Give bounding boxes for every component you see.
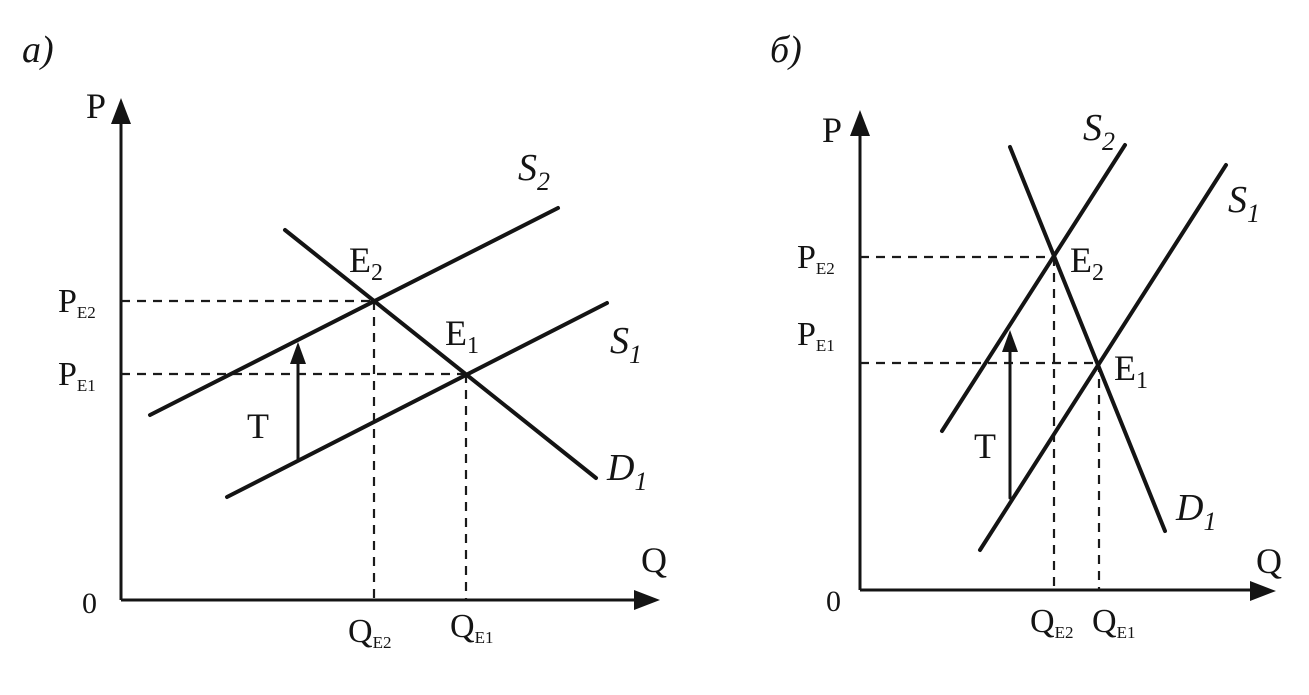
panel-a-tax-label: T <box>247 406 269 446</box>
panel-a-qe1-tick: QE1 <box>450 608 493 647</box>
panel-b-d1-label: D1 <box>1175 487 1216 536</box>
panel-b-supply-curve-s2 <box>940 143 1127 433</box>
panel-b-demand-curve-d1 <box>1008 145 1167 533</box>
panel-a-tax-arrow-head <box>290 342 306 364</box>
panel-b-e2-label: E2 <box>1070 240 1104 286</box>
panel-a-label: а) <box>22 29 54 71</box>
panel-a-d1-label: D1 <box>606 447 647 496</box>
panel-b-y-axis-label: P <box>822 110 842 150</box>
panel-a-pe2-tick: PE2 <box>58 283 96 322</box>
panel-a-s2-label: S2 <box>518 147 550 196</box>
panel-a-pe1-tick: PE1 <box>58 356 96 395</box>
panel-a-e1-label: E1 <box>445 313 479 359</box>
panel-b-pe2-tick: PE2 <box>797 239 835 278</box>
panel-b-qe1-tick: QE1 <box>1092 603 1135 642</box>
panel-a-s1-label: S1 <box>610 320 642 369</box>
panel-b: б) P Q 0 T S2 S1 D1 E2 E1 PE2 PE1 QE2 QE… <box>770 29 1282 642</box>
panel-a: а) P Q 0 T S2 S1 D1 E2 E1 PE2 PE1 QE2 QE… <box>22 29 667 652</box>
panel-a-y-axis-arrow <box>111 98 131 124</box>
panel-b-e1-label: E1 <box>1114 348 1148 394</box>
panel-b-x-axis-label: Q <box>1256 541 1282 581</box>
panel-a-origin-label: 0 <box>82 587 97 620</box>
panel-a-demand-curve-d1 <box>283 228 598 480</box>
panel-b-s1-label: S1 <box>1228 179 1260 228</box>
panel-b-qe2-tick: QE2 <box>1030 603 1073 642</box>
panel-a-y-axis-label: P <box>86 86 106 126</box>
panel-b-tax-label: T <box>974 426 996 466</box>
panel-b-label: б) <box>770 29 802 71</box>
panel-b-y-axis-arrow <box>850 110 870 136</box>
panel-b-origin-label: 0 <box>826 585 841 618</box>
panel-b-x-axis-arrow <box>1250 581 1276 601</box>
panel-b-supply-curve-s1 <box>978 163 1228 552</box>
panel-b-pe1-tick: PE1 <box>797 316 835 355</box>
panel-a-x-axis-arrow <box>634 590 660 610</box>
panel-b-tax-arrow-head <box>1002 330 1018 352</box>
panel-b-s2-label: S2 <box>1083 107 1115 156</box>
panel-a-e2-label: E2 <box>349 240 383 286</box>
panel-a-qe2-tick: QE2 <box>348 613 391 652</box>
panel-a-supply-curve-s1 <box>225 301 609 499</box>
panel-a-supply-curve-s2 <box>148 206 560 417</box>
panel-a-x-axis-label: Q <box>641 540 667 580</box>
